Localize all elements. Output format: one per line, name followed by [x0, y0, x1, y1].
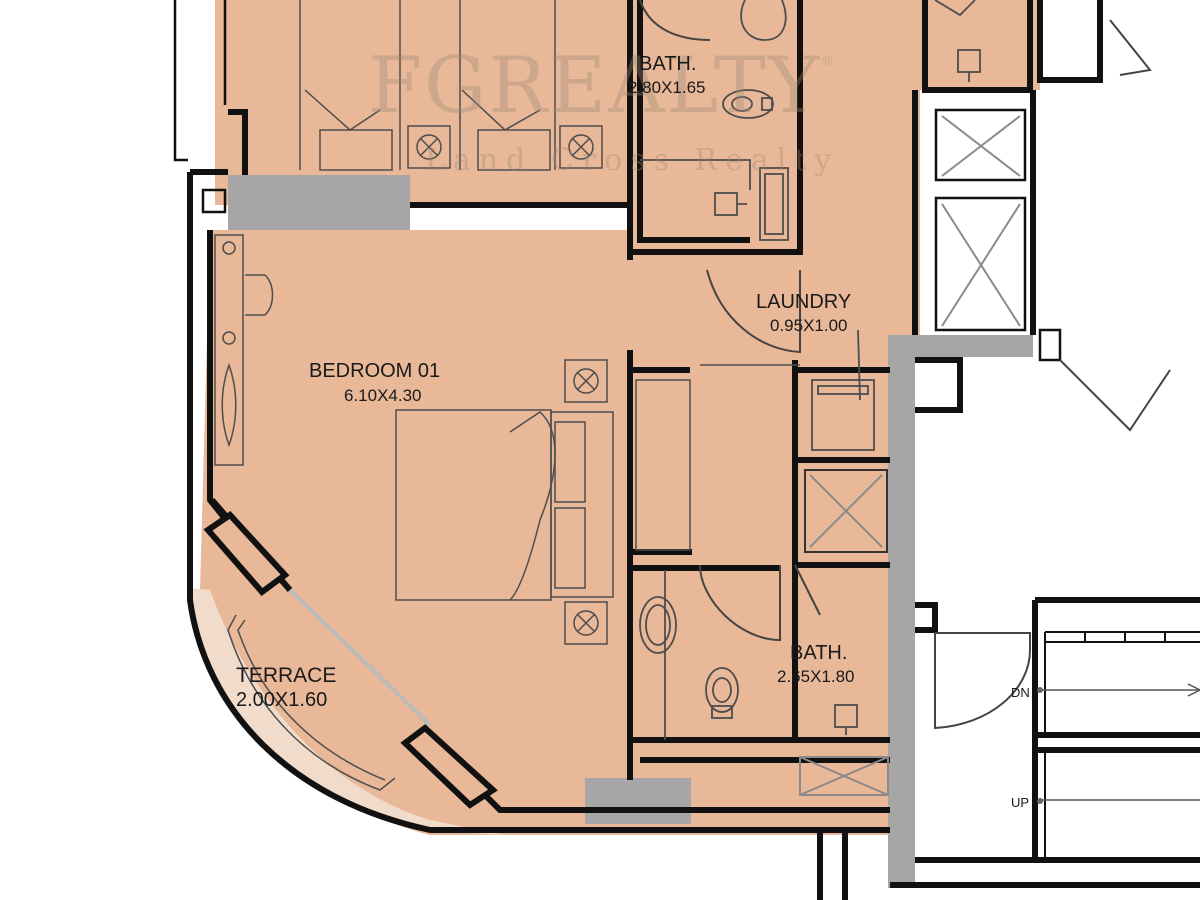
bath-fixtures: [639, 0, 858, 740]
terrace-railing: [227, 588, 432, 791]
terrace-wall-niches: [203, 511, 498, 809]
bath-top-name: BATH.: [639, 53, 696, 75]
laundry-size: 0.95X1.00: [770, 316, 848, 335]
bedroom-name: BEDROOM 01: [309, 360, 440, 382]
top-bedroom-furniture: [299, 0, 603, 171]
terrace-name: TERRACE: [236, 664, 336, 687]
laundry-machine: [811, 329, 875, 451]
stair-down-label: DN: [1011, 685, 1030, 700]
shafts: [799, 115, 1021, 796]
laundry-name: LAUNDRY: [756, 291, 851, 313]
watermark-tagline: Land Cross Realty: [425, 143, 839, 178]
bath-bottom-name: BATH.: [790, 642, 847, 664]
doors: [639, 0, 1171, 730]
stair-up-label: UP: [1011, 795, 1029, 810]
stair: [1032, 600, 1200, 860]
bedroom-size: 6.10X4.30: [344, 386, 422, 405]
watermark-brand: FGREALTY: [368, 41, 821, 131]
top-right-fixtures: [934, 0, 981, 82]
room-labels: BATH. 2.80X1.65 LAUNDRY 0.95X1.00 BEDROO…: [236, 53, 1043, 810]
terrace-size: 2.00X1.60: [236, 689, 327, 711]
columns: [228, 175, 1033, 888]
stair-up-dot: [1037, 798, 1043, 804]
stair-down-dot: [1037, 687, 1043, 693]
bath-top-size: 2.80X1.65: [628, 78, 706, 97]
floor-fill: [200, 0, 1040, 835]
bedroom-furniture: [214, 234, 800, 645]
thin-walls: [173, 0, 1062, 362]
watermark-registered: ®: [820, 54, 834, 70]
bath-bottom-size: 2.65X1.80: [777, 667, 855, 686]
terrace-floor: [188, 588, 505, 835]
watermark: FGREALTY ® Land Cross Realty: [368, 41, 839, 178]
